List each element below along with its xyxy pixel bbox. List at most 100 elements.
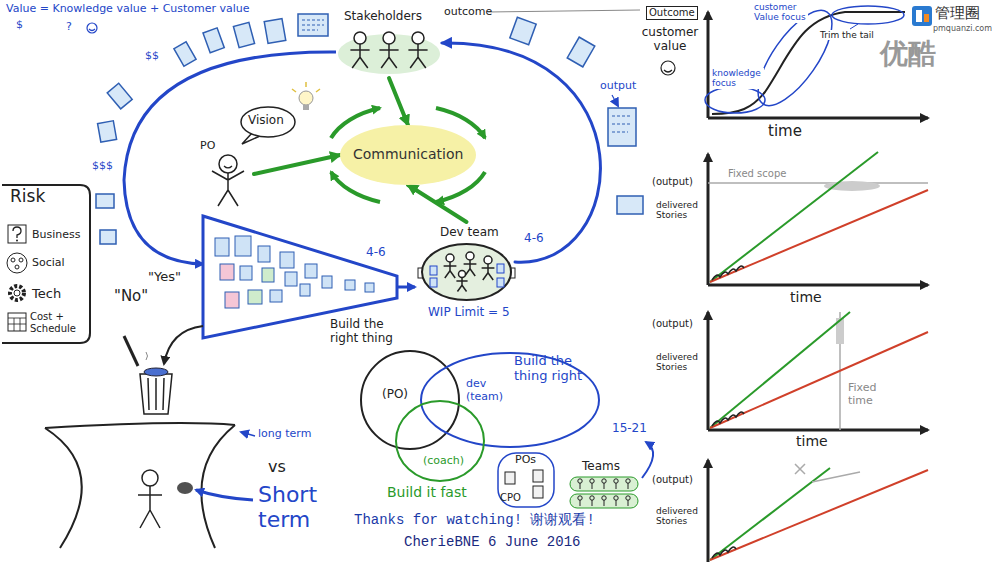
sketch-ellipse xyxy=(241,107,295,137)
node-text: dev (team) xyxy=(466,378,504,403)
node-text: Social xyxy=(32,257,65,270)
sketch-ellipse xyxy=(144,368,168,376)
sketch-line xyxy=(138,486,162,528)
sketch-line xyxy=(616,500,617,506)
sketch-ellipse xyxy=(421,353,599,447)
sketch-line xyxy=(710,312,850,428)
sketch-group xyxy=(292,82,320,110)
sketch-line xyxy=(164,326,203,364)
sketch-card xyxy=(285,272,297,286)
sketch-line xyxy=(292,82,320,92)
node-text: (PO) xyxy=(382,388,408,402)
sketch-circle xyxy=(16,240,18,242)
sketch-group xyxy=(708,12,928,562)
sketch-circle xyxy=(602,496,606,500)
node-text: Teams xyxy=(582,460,620,474)
sketch-ellipse xyxy=(396,401,484,481)
text-label: Short term xyxy=(258,482,348,533)
sketch-card xyxy=(505,472,515,484)
sketch-line xyxy=(241,432,255,436)
sketch-line xyxy=(707,460,710,562)
sketch-ellipse xyxy=(705,87,765,113)
sketch-card xyxy=(300,284,310,296)
node-text: (coach) xyxy=(423,455,464,468)
sketch-line xyxy=(707,312,710,430)
communication-ellipse: Communication xyxy=(340,125,476,185)
text-label: time xyxy=(768,123,802,140)
sketch-circle xyxy=(14,290,20,296)
sketch-line xyxy=(712,547,736,558)
sketch-card xyxy=(303,105,309,110)
sketch-card xyxy=(912,6,932,26)
sketch-circle xyxy=(383,32,395,44)
team-blob: Dev team xyxy=(418,222,515,302)
sketch-line xyxy=(196,490,253,500)
text-label: "Yes" xyxy=(148,270,181,285)
connector-arrow xyxy=(389,78,408,125)
sketch-card xyxy=(248,290,262,304)
sketch-line xyxy=(710,152,878,282)
sketch-group xyxy=(96,14,643,244)
node-text: Stakeholders xyxy=(344,10,422,24)
sketch-card xyxy=(107,83,132,109)
venn-circle: Build the thing rightdev (team) xyxy=(420,352,600,448)
text-label: 优酷 xyxy=(880,38,936,70)
sketch-circle xyxy=(15,265,19,269)
sketch-line xyxy=(642,442,653,478)
sketch-group xyxy=(215,236,374,308)
sketch-line xyxy=(398,286,415,289)
text-label: 15-21 xyxy=(612,422,647,436)
sketch-circle xyxy=(590,479,594,483)
sketch-card xyxy=(430,266,437,275)
sketch-line xyxy=(664,70,672,72)
sketch-circle xyxy=(7,253,27,273)
sketch-circle xyxy=(299,91,313,105)
sketch-card xyxy=(262,268,274,282)
sketch-card xyxy=(215,238,229,256)
text-label: (output) xyxy=(652,176,693,188)
text-label: Fixed scope xyxy=(726,168,788,180)
sketch-line xyxy=(604,483,605,489)
text-label: Value = Knowledge value + Customer value xyxy=(6,3,250,16)
sketch-card xyxy=(240,266,252,280)
sketch-circle xyxy=(459,271,466,278)
sketch-line xyxy=(13,227,21,238)
sketch-card xyxy=(258,246,270,262)
sketch-card xyxy=(203,28,224,53)
sketch-line xyxy=(712,12,905,114)
sketch-line xyxy=(2,185,90,343)
sketch-card xyxy=(225,292,239,308)
sketch-line xyxy=(146,352,148,360)
sketch-group xyxy=(87,23,97,33)
sketch-circle xyxy=(87,23,97,33)
sketch-circle xyxy=(219,155,237,173)
text-label: "No" xyxy=(114,288,148,305)
text-label: Outcome xyxy=(646,6,698,20)
sketch-line xyxy=(148,378,164,410)
sketch-line xyxy=(707,154,710,285)
sketch-line xyxy=(302,20,632,132)
sketch-card xyxy=(570,477,638,491)
sketch-card xyxy=(8,313,26,331)
text-label: vs xyxy=(268,458,286,476)
sketch-card xyxy=(430,278,437,287)
node-text: Vision xyxy=(248,114,284,128)
sketch-card xyxy=(270,290,282,302)
sketch-circle xyxy=(602,479,606,483)
sketch-line xyxy=(8,318,26,331)
sketch-line xyxy=(708,429,928,432)
sketch-card xyxy=(322,276,332,288)
node-text: Dev team xyxy=(440,226,499,240)
sketch-line xyxy=(444,262,457,278)
text-label: $$$ xyxy=(92,160,113,173)
person-figure: PO xyxy=(198,140,254,208)
text-label: time xyxy=(790,289,822,305)
sketch-card xyxy=(924,14,929,22)
sketch-group xyxy=(140,374,172,414)
node-shape xyxy=(420,352,600,448)
sketch-circle xyxy=(11,258,15,262)
teams-group: Teams xyxy=(568,460,640,510)
sketch-circle xyxy=(661,61,675,75)
sketch-circle xyxy=(466,252,474,260)
sketch-ellipse xyxy=(361,351,459,449)
